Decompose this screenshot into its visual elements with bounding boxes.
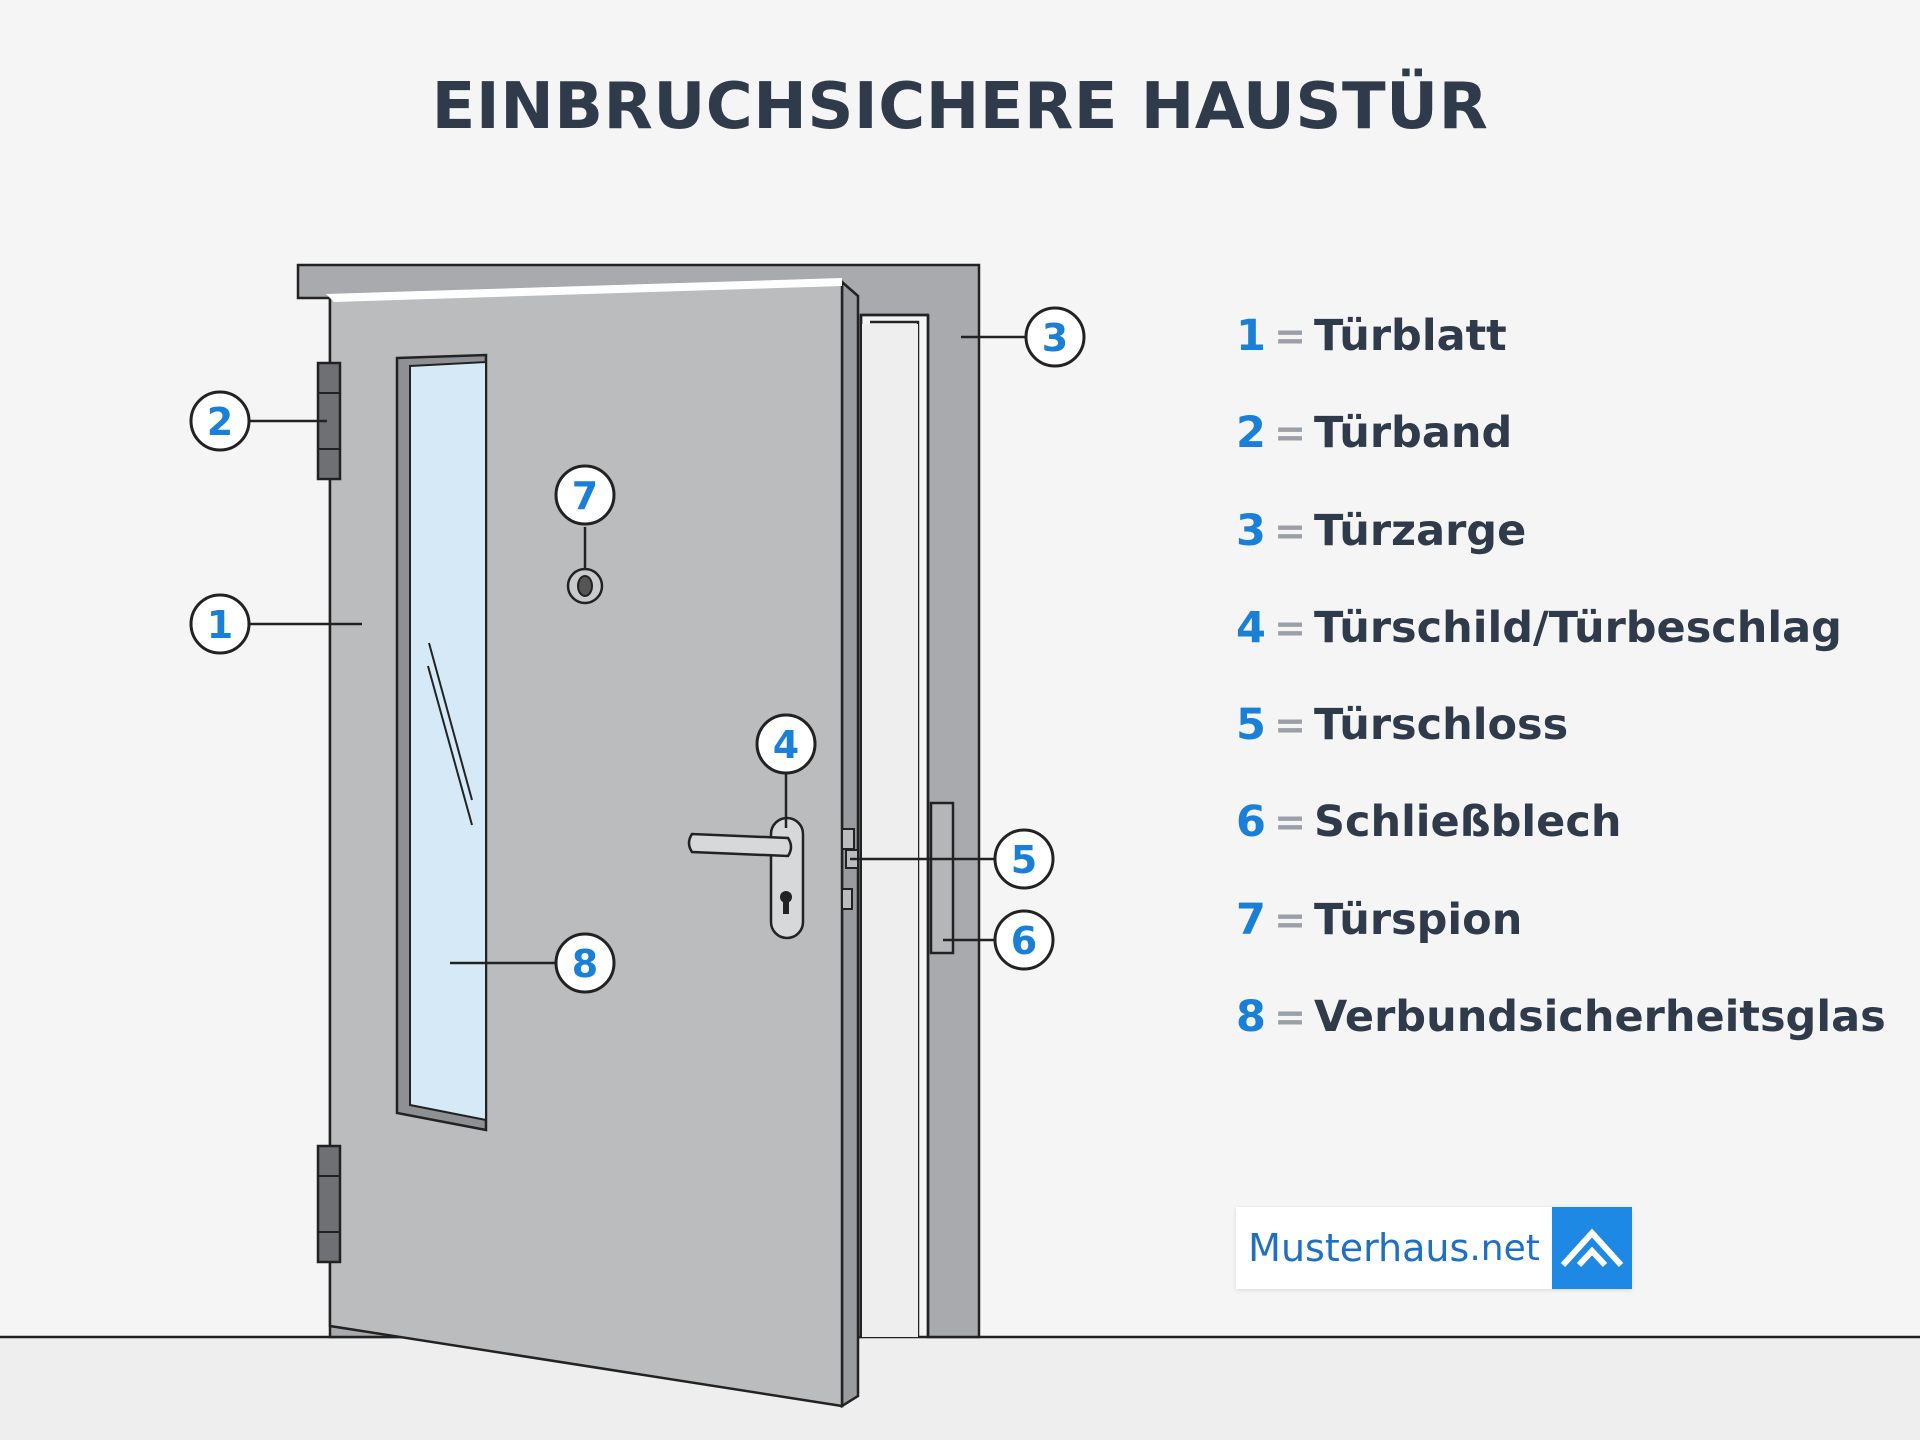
- legend-row: 5 = Türschloss: [1236, 694, 1886, 791]
- page-title: EINBRUCHSICHERE HAUSTÜR: [431, 70, 1489, 144]
- callout-circle: [1024, 306, 1086, 368]
- legend-number: 6: [1236, 797, 1266, 848]
- callout-1: 1: [189, 593, 251, 655]
- musterhaus-logo[interactable]: Musterhaus.net: [1236, 1207, 1632, 1289]
- legend-row: 7 = Türspion: [1236, 889, 1886, 986]
- legend-label: Türschild/Türbeschlag: [1314, 602, 1842, 653]
- callout-circle: [554, 932, 616, 994]
- lock-bolt: [841, 888, 853, 910]
- legend-row: 1 = Türblatt: [1236, 305, 1886, 402]
- glass-reflection: [427, 665, 473, 826]
- legend-number: 3: [1236, 505, 1266, 556]
- door-opening: [862, 324, 918, 1337]
- callout-6: 6: [993, 909, 1055, 971]
- legend-number: 8: [1236, 992, 1266, 1043]
- callouts: 1 2 3 4 5 6 7 8: [189, 306, 1086, 994]
- legend-equals: =: [1274, 800, 1306, 845]
- legend-number: 1: [1236, 311, 1266, 361]
- legend-label: Türband: [1314, 408, 1513, 459]
- legend-equals: =: [1274, 508, 1306, 553]
- callout-number: 3: [1042, 316, 1068, 360]
- logo-wordmark: Musterhaus.net: [1236, 1207, 1552, 1289]
- logo-name: Musterhaus: [1248, 1226, 1470, 1270]
- callout-2: 2: [189, 390, 251, 452]
- glass-reflection: [428, 642, 473, 801]
- strike-plate: [929, 801, 955, 955]
- peephole-lens: [577, 575, 593, 597]
- legend-label: Verbundsicherheitsglas: [1314, 992, 1886, 1043]
- callout-circle: [993, 828, 1055, 890]
- lock-bolt: [841, 828, 855, 850]
- legend-row: 2 = Türband: [1236, 402, 1886, 499]
- door-leaf-highlight: [326, 278, 842, 302]
- legend-label: Türspion: [1314, 894, 1523, 945]
- legend-equals: =: [1274, 411, 1306, 456]
- callout-8: 8: [554, 932, 616, 994]
- legend: 1 = Türblatt 2 = Türband 3 = Türzarge 4 …: [1236, 305, 1886, 1083]
- legend-number: 4: [1236, 602, 1266, 653]
- callout-circle: [755, 713, 817, 775]
- legend-equals: =: [1274, 995, 1306, 1040]
- callout-number: 1: [207, 603, 233, 647]
- callout-number: 5: [1011, 838, 1037, 882]
- callout-3: 3: [1024, 306, 1086, 368]
- hinge-bottom: [316, 1144, 342, 1264]
- callout-number: 2: [207, 400, 233, 444]
- escutcheon: [769, 816, 805, 940]
- logo-tld: .net: [1469, 1227, 1540, 1269]
- legend-row: 3 = Türzarge: [1236, 500, 1886, 597]
- legend-label: Türschloss: [1314, 700, 1569, 751]
- callout-number: 7: [572, 474, 598, 518]
- legend-equals: =: [1274, 897, 1306, 942]
- legend-row: 4 = Türschild/Türbeschlag: [1236, 597, 1886, 694]
- legend-equals: =: [1274, 703, 1306, 748]
- callout-circle: [189, 593, 251, 655]
- callout-circle: [189, 390, 251, 452]
- legend-number: 5: [1236, 700, 1266, 751]
- legend-number: 7: [1236, 894, 1266, 945]
- legend-number: 2: [1236, 408, 1266, 459]
- callout-5: 5: [993, 828, 1055, 890]
- legend-row: 8 = Verbundsicherheitsglas: [1236, 986, 1886, 1083]
- house-roof-icon: [1552, 1207, 1632, 1289]
- callout-circle: [554, 464, 616, 526]
- legend-label: Türblatt: [1314, 311, 1507, 361]
- legend-equals: =: [1274, 605, 1306, 650]
- legend-row: 6 = Schließblech: [1236, 791, 1886, 888]
- legend-equals: =: [1274, 314, 1306, 358]
- floor: [0, 1337, 1920, 1440]
- legend-label: Schließblech: [1314, 797, 1622, 848]
- callout-number: 4: [773, 723, 799, 767]
- callout-number: 8: [572, 942, 598, 986]
- legend-label: Türzarge: [1314, 505, 1527, 556]
- callout-circle: [993, 909, 1055, 971]
- frame-rebate: [859, 313, 930, 1337]
- callout-7: 7: [554, 464, 616, 526]
- door-handle: [687, 832, 793, 858]
- keyhole-slot: [783, 898, 789, 914]
- callout-number: 6: [1011, 919, 1037, 963]
- callout-4: 4: [755, 713, 817, 775]
